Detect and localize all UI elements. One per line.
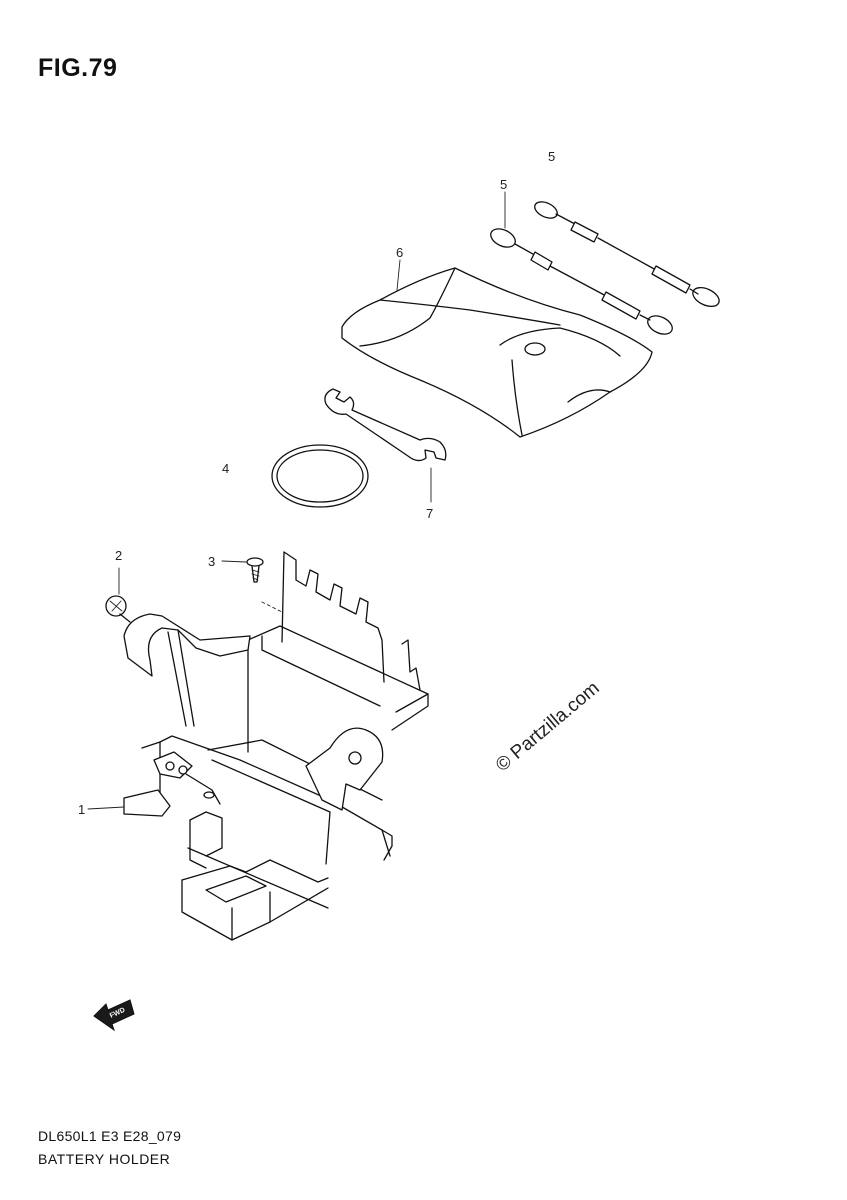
battery-cable-straps bbox=[490, 201, 720, 335]
callout-3: 3 bbox=[208, 554, 216, 569]
figure-title: FIG.79 bbox=[38, 54, 118, 82]
callout-7: 7 bbox=[426, 506, 434, 521]
leader-line-3 bbox=[221, 560, 247, 563]
screw bbox=[246, 557, 264, 583]
callout-6: 6 bbox=[396, 245, 404, 260]
footer-title: BATTERY HOLDER bbox=[38, 1151, 171, 1167]
leader-line-6 bbox=[396, 259, 401, 291]
rubber-band bbox=[271, 444, 369, 508]
callout-1: 1 bbox=[78, 802, 86, 817]
leader-line-1 bbox=[87, 806, 125, 810]
wrench bbox=[324, 388, 447, 462]
battery-holder bbox=[123, 551, 429, 941]
forward-arrow-icon: FWD bbox=[93, 999, 135, 1032]
holder-dashed-line bbox=[261, 601, 283, 613]
callout-4: 4 bbox=[222, 461, 230, 476]
callout-5-top: 5 bbox=[548, 149, 556, 164]
callout-2: 2 bbox=[115, 548, 123, 563]
callout-5: 5 bbox=[500, 177, 508, 192]
tool-bag bbox=[341, 267, 653, 438]
footer-code: DL650L1 E3 E28_079 bbox=[38, 1128, 182, 1144]
bolt bbox=[105, 595, 131, 623]
